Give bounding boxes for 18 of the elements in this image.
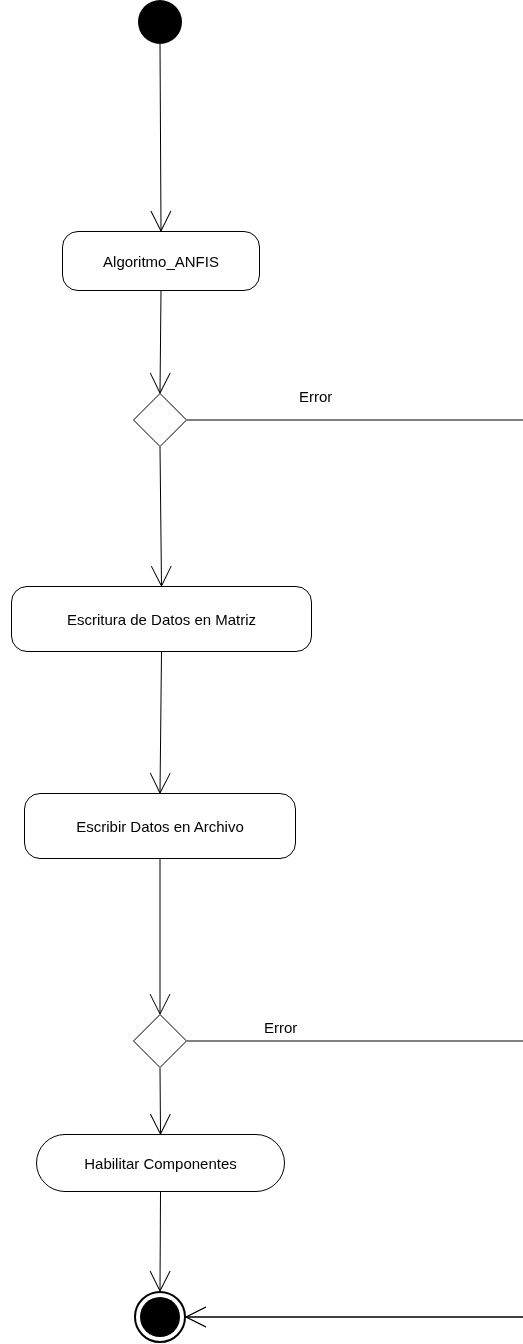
- action-label: Escritura de Datos en Matriz: [66, 610, 257, 628]
- arrow: [149, 858, 171, 1015]
- arrow: [150, 446, 172, 587]
- arrow: [149, 290, 171, 394]
- action-box: [24, 793, 296, 859]
- decision-diamond: [133, 393, 187, 447]
- arrow: [149, 651, 171, 794]
- action-label: Habilitar Componentes: [84, 1154, 237, 1172]
- decision-diamond: [133, 1014, 187, 1068]
- action-label: Algoritmo_ANFIS: [103, 252, 219, 270]
- action-box: [11, 586, 312, 652]
- arrow: [149, 1191, 171, 1292]
- action-box: [62, 231, 260, 291]
- initial-node: [138, 0, 182, 44]
- arrow: [150, 43, 172, 232]
- action-label: Escribir Datos en Archivo: [76, 817, 244, 835]
- final-node: [134, 1291, 186, 1343]
- arrow: [185, 1040, 523, 1328]
